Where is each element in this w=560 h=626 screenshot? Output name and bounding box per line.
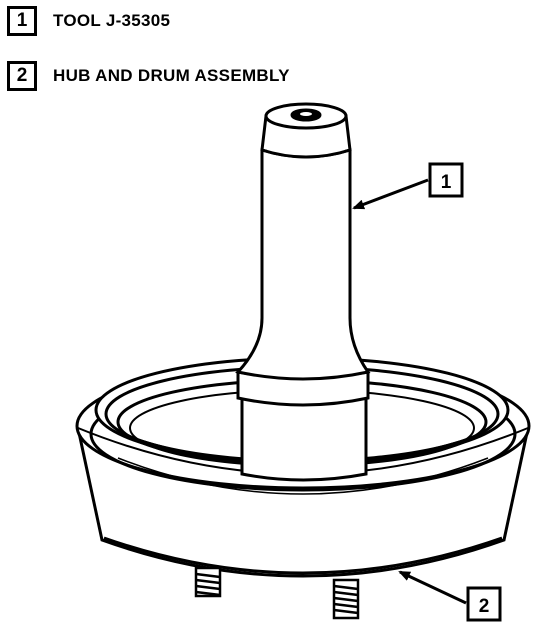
legend-number-box-1: 1 <box>7 6 37 36</box>
tool-j35305 <box>235 102 371 482</box>
wheel-stud-right <box>332 578 360 620</box>
legend-label-1: TOOL J-35305 <box>53 11 171 30</box>
wheel-stud-left <box>194 566 222 598</box>
legend-row-2: 2 HUB AND DRUM ASSEMBLY <box>7 61 290 91</box>
legend-row-1: 1 TOOL J-35305 <box>7 6 290 36</box>
callout-2-leader-arrow <box>398 570 467 605</box>
callout-1: 1 <box>352 162 464 210</box>
callout-2-box <box>466 586 502 622</box>
callout-1-box <box>428 162 464 198</box>
callout-2-number: 2 <box>479 596 490 617</box>
callout-1-leader-arrow <box>352 178 429 210</box>
legend-number-box-2: 2 <box>7 61 37 91</box>
legend-label-2: HUB AND DRUM ASSEMBLY <box>53 66 290 85</box>
parts-legend: 1 TOOL J-35305 2 HUB AND DRUM ASSEMBLY <box>7 6 290 116</box>
hub-and-drum-assembly <box>75 356 531 578</box>
callout-1-number: 1 <box>441 172 452 193</box>
callout-2: 2 <box>398 570 502 622</box>
